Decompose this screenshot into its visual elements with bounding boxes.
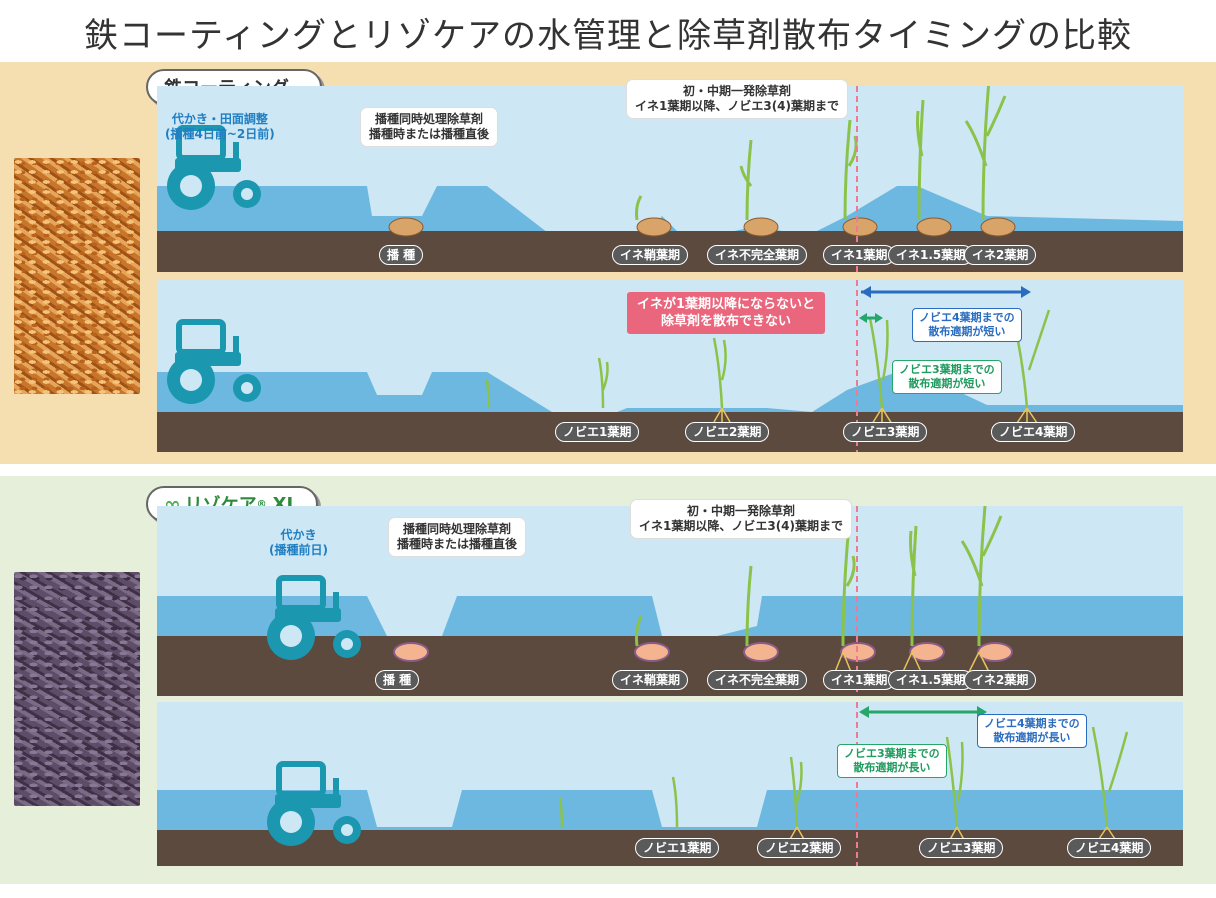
rizocare-seed-photo: [14, 572, 140, 806]
seed: [916, 217, 952, 237]
rizocare-registered-mark: ®: [256, 498, 267, 510]
stage-label-1-5-leaf: イネ1.5葉期: [888, 670, 974, 690]
rice-seeds: [388, 217, 1016, 237]
seed: [636, 217, 672, 237]
note-blue-line1: ノビエ4葉期までの: [984, 717, 1080, 730]
weed-stage-4-leaf: ノビエ4葉期: [991, 422, 1076, 442]
page-title: 鉄コーティングとリゾケアの水管理と除草剤散布タイミングの比較: [84, 16, 1132, 56]
note-green-line1: ノビエ3葉期までの: [899, 363, 995, 376]
rizo-prep-line2: (播種前日): [269, 543, 328, 557]
iron-coated-seed-photo: [14, 158, 140, 394]
weed-stage-2-leaf: ノビエ2葉期: [757, 838, 842, 858]
rizo-note-blue: ノビエ4葉期までの 散布適期が長い: [977, 714, 1087, 748]
seed: [909, 642, 945, 662]
rizo-weed-panel: ノビエ4葉期までの 散布適期が長い ノビエ3葉期までの 散布適期が長い ノビエ1…: [157, 702, 1183, 866]
rizo-prep-line1: 代かき: [280, 528, 317, 542]
rizocare-section: ∞ リゾケア ® XL: [0, 476, 1216, 884]
water-area: [157, 596, 1183, 636]
weed-stage-4-leaf: ノビエ4葉期: [1067, 838, 1152, 858]
rice-plants: [635, 86, 1007, 221]
weed-stage-3-leaf: ノビエ3葉期: [919, 838, 1004, 858]
herbicide2-line2: イネ1葉期以降、ノビエ3(4)葉期まで: [635, 99, 840, 113]
note-green-line2: 散布適期が短い: [908, 377, 986, 390]
green-arrow-very-short: [859, 313, 883, 323]
note-green-line1: ノビエ3葉期までの: [844, 747, 940, 760]
seed: [743, 642, 779, 662]
tractor-icon: [267, 575, 361, 660]
rizo-note-green: ノビエ3葉期までの 散布適期が長い: [837, 744, 947, 778]
iron-prep-line2: (播種4日前~2日前): [165, 127, 275, 141]
rizo-herbicide1-callout: 播種同時処理除草剤 播種時または播種直後: [389, 518, 526, 556]
stage-label-sowing: 播 種: [379, 245, 424, 265]
herbicide2-line1: 初・中期一発除草剤: [683, 84, 792, 98]
warning-line1: イネが1葉期以降にならないと: [637, 297, 816, 312]
stage-label-sowing: 播 種: [375, 670, 420, 690]
iron-prep-line1: 代かき・田面調整: [171, 112, 268, 126]
weed-stage-3-leaf: ノビエ3葉期: [843, 422, 928, 442]
seed: [388, 217, 424, 237]
note-blue-line2: 散布適期が短い: [928, 325, 1006, 338]
tractor-icon: [167, 319, 261, 404]
stage-label-coleoptile: イネ鞘葉期: [612, 670, 689, 690]
stage-label-1-leaf: イネ1葉期: [823, 670, 896, 690]
note-blue-line1: ノビエ4葉期までの: [919, 311, 1015, 324]
weed-stage-1-leaf: ノビエ1葉期: [555, 422, 640, 442]
iron-herbicide1-callout: 播種同時処理除草剤 播種時または播種直後: [361, 108, 498, 146]
rizo-herbicide2-callout: 初・中期一発除草剤 イネ1葉期以降、ノビエ3(4)葉期まで: [631, 500, 852, 538]
seed: [977, 642, 1013, 662]
tractor-icon: [267, 761, 361, 846]
iron-note-green: ノビエ3葉期までの 散布適期が短い: [892, 360, 1002, 394]
rice-roots: [834, 651, 992, 677]
warning-line2: 除草剤を散布できない: [661, 314, 792, 329]
stage-label-coleoptile: イネ鞘葉期: [612, 245, 689, 265]
seed: [743, 217, 779, 237]
rizo-prep-text: 代かき (播種前日): [269, 528, 328, 558]
herbicide1-line2: 播種時または播種直後: [369, 127, 490, 141]
seed: [393, 642, 429, 662]
iron-herbicide2-callout: 初・中期一発除草剤 イネ1葉期以降、ノビエ3(4)葉期まで: [627, 80, 848, 118]
note-blue-line2: 散布適期が長い: [993, 731, 1071, 744]
seed: [634, 642, 670, 662]
weed-plants: [558, 726, 1129, 828]
iron-note-blue: ノビエ4葉期までの 散布適期が短い: [912, 308, 1022, 342]
rizo-rice-panel: 代かき (播種前日) 播種同時処理除草剤 播種時または播種直後 初・中期一発除草…: [157, 500, 1183, 696]
rice-plants: [635, 506, 1003, 647]
herbicide2-line2: イネ1葉期以降、ノビエ3(4)葉期まで: [639, 519, 844, 533]
weed-roots: [788, 826, 1120, 846]
weed-plants: [485, 307, 1051, 409]
iron-warning-box: イネが1葉期以降にならないと 除草剤を散布できない: [627, 292, 826, 334]
stage-label-2-leaf: イネ2葉期: [964, 245, 1037, 265]
herbicide1-line1: 播種同時処理除草剤: [403, 522, 512, 536]
iron-rice-panel: 代かき・田面調整 (播種4日前~2日前) 播種同時処理除草剤 播種時または播種直…: [157, 80, 1183, 272]
tractor-icon: [167, 125, 261, 210]
weed-stage-2-leaf: ノビエ2葉期: [685, 422, 770, 442]
herbicide1-line1: 播種同時処理除草剤: [375, 112, 484, 126]
stage-label-incomplete-leaf: イネ不完全葉期: [707, 245, 808, 265]
iron-prep-text: 代かき・田面調整 (播種4日前~2日前): [165, 112, 275, 142]
herbicide2-line1: 初・中期一発除草剤: [687, 504, 796, 518]
seed: [980, 217, 1016, 237]
herbicide1-line2: 播種時または播種直後: [397, 537, 518, 551]
stage-label-1-leaf: イネ1葉期: [823, 245, 896, 265]
water-area: [157, 790, 1183, 830]
stage-label-2-leaf: イネ2葉期: [964, 670, 1037, 690]
iron-weed-panel: イネが1葉期以降にならないと 除草剤を散布できない ノビエ4葉期までの 散布適期…: [157, 280, 1183, 452]
weed-stage-1-leaf: ノビエ1葉期: [635, 838, 720, 858]
iron-coating-section: 鉄コーティング: [0, 62, 1216, 464]
seed: [842, 217, 878, 237]
stage-label-incomplete-leaf: イネ不完全葉期: [707, 670, 808, 690]
stage-label-1-5-leaf: イネ1.5葉期: [888, 245, 974, 265]
blue-arrow-short: [861, 286, 1031, 298]
note-green-line2: 散布適期が長い: [853, 761, 931, 774]
